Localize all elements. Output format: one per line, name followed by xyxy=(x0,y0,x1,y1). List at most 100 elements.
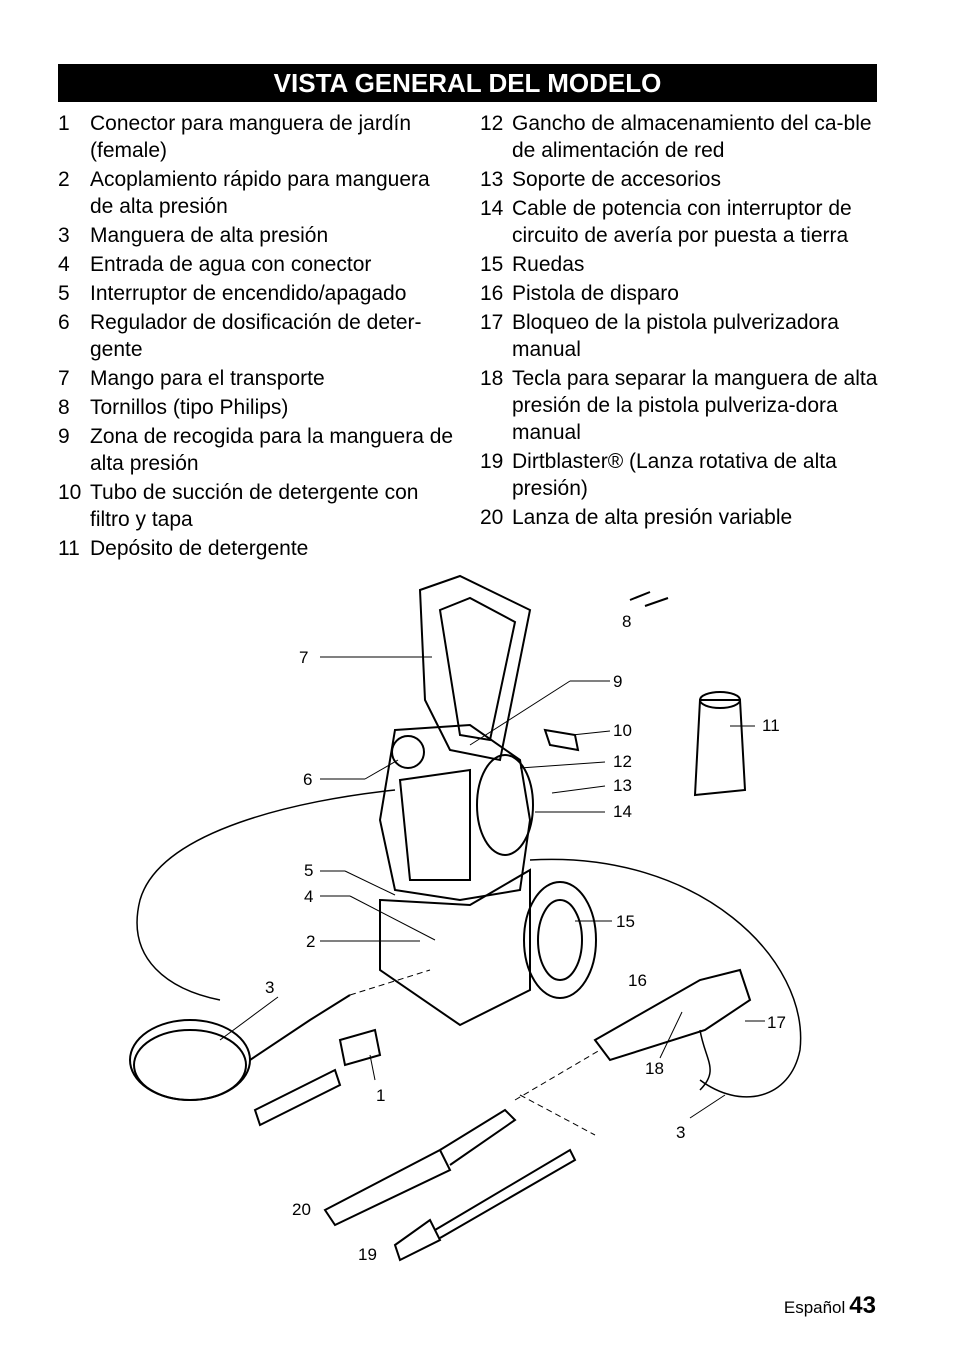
machine-body xyxy=(378,723,532,902)
detergent-tank xyxy=(693,699,747,797)
list-item: 16 Pistola de disparo xyxy=(480,280,880,307)
item-number: 6 xyxy=(58,311,70,334)
item-text: Lanza de alta presión variable xyxy=(512,506,793,529)
list-item: 11 Depósito de detergente xyxy=(58,535,458,562)
list-item: 18 Tecla para separar la manguera de alta… xyxy=(480,365,880,446)
item-number: 13 xyxy=(480,168,504,191)
item-number: 17 xyxy=(480,311,504,334)
item-text: Tubo de succión de detergente con filtro… xyxy=(90,481,419,531)
item-text: Conector para manguera de jardín (female… xyxy=(90,112,412,162)
item-number: 8 xyxy=(58,396,70,419)
callout-1: 1 xyxy=(376,1086,386,1105)
garden-connector xyxy=(338,1028,382,1067)
callout-18: 18 xyxy=(645,1059,664,1078)
variable-lance xyxy=(323,1148,452,1227)
pressure-washer-diagram xyxy=(129,574,802,1262)
item-number: 7 xyxy=(58,367,70,390)
suction-tube xyxy=(543,728,580,752)
screws xyxy=(629,591,669,607)
callout-10: 10 xyxy=(613,721,632,740)
item-text: Regulador de dosificación de deter-gente xyxy=(90,311,422,361)
item-number: 1 xyxy=(58,112,70,135)
list-item: 17 Bloqueo de la pistola pulverizadora ma… xyxy=(480,309,880,363)
list-item: 19 Dirtblaster® (Lanza rotativa de alta p… xyxy=(480,448,880,502)
item-text: Bloqueo de la pistola pulverizadora manu… xyxy=(512,311,839,361)
item-number: 12 xyxy=(480,112,504,135)
item-text: Manguera de alta presión xyxy=(90,224,329,247)
item-number: 19 xyxy=(480,450,504,473)
callout-19: 19 xyxy=(358,1245,377,1264)
callout-17: 17 xyxy=(767,1013,786,1032)
list-item: 8 Tornillos (tipo Philips) xyxy=(58,394,458,421)
list-item: 3 Manguera de alta presión xyxy=(58,222,458,249)
callout-3b: 3 xyxy=(676,1123,686,1142)
item-number: 11 xyxy=(58,537,80,560)
page-number: 43 xyxy=(849,1292,876,1319)
item-text: Zona de recogida para la manguera de alt… xyxy=(90,425,454,475)
callout-12: 12 xyxy=(613,752,632,771)
list-item: 6 Regulador de dosificación de deter-gent… xyxy=(58,309,458,363)
list-item: 20 Lanza de alta presión variable xyxy=(480,504,880,531)
item-text: Interruptor de encendido/apagado xyxy=(90,282,407,305)
item-number: 9 xyxy=(58,425,70,448)
item-number: 16 xyxy=(480,282,504,305)
list-item: 13 Soporte de accesorios xyxy=(480,166,880,193)
item-text: Tecla para separar la manguera de alta p… xyxy=(512,367,878,444)
power-cord xyxy=(136,789,396,1001)
callout-20: 20 xyxy=(292,1200,311,1219)
item-text: Ruedas xyxy=(512,253,585,276)
callout-7: 7 xyxy=(299,648,309,667)
item-number: 14 xyxy=(480,197,504,220)
item-number: 15 xyxy=(480,253,504,276)
callout-15: 15 xyxy=(616,912,635,931)
wheel xyxy=(523,881,597,999)
cord-hook xyxy=(476,754,534,856)
legend-left-column: 1 Conector para manguera de jardín (femal… xyxy=(58,110,458,564)
item-number: 5 xyxy=(58,282,70,305)
callout-6: 6 xyxy=(303,770,313,789)
spray-gun xyxy=(593,968,752,1062)
dirtblaster-lance xyxy=(393,1218,442,1262)
item-number: 10 xyxy=(58,481,82,504)
callout-13: 13 xyxy=(613,776,632,795)
callout-8: 8 xyxy=(622,612,632,631)
list-item: 10 Tubo de succión de detergente con filt… xyxy=(58,479,458,533)
item-text: Depósito de detergente xyxy=(90,537,309,560)
item-text: Soporte de accesorios xyxy=(512,168,721,191)
callout-4: 4 xyxy=(304,887,314,906)
item-text: Mango para el transporte xyxy=(90,367,325,390)
item-number: 18 xyxy=(480,367,504,390)
page-title: VISTA GENERAL DEL MODELO xyxy=(58,64,877,102)
list-item: 2 Acoplamiento rápido para manguera de al… xyxy=(58,166,458,220)
item-number: 20 xyxy=(480,506,504,529)
callout-5: 5 xyxy=(304,861,314,880)
item-number: 2 xyxy=(58,168,70,191)
list-item: 9 Zona de recogida para la manguera de al… xyxy=(58,423,458,477)
dial xyxy=(391,735,425,769)
item-text: Acoplamiento rápido para manguera de alt… xyxy=(90,168,430,218)
list-item: 15 Ruedas xyxy=(480,251,880,278)
handle-frame xyxy=(418,574,532,762)
list-item: 7 Mango para el transporte xyxy=(58,365,458,392)
callout-14: 14 xyxy=(613,802,632,821)
item-number: 3 xyxy=(58,224,70,247)
callout-9: 9 xyxy=(613,672,623,691)
callout-16: 16 xyxy=(628,971,647,990)
machine-base xyxy=(379,868,531,1027)
callout-3: 3 xyxy=(265,978,275,997)
footer-language: Español xyxy=(783,1298,846,1317)
list-item: 1 Conector para manguera de jardín (femal… xyxy=(58,110,458,164)
item-text: Dirtblaster® (Lanza rotativa de alta pre… xyxy=(512,450,837,500)
callout-11: 11 xyxy=(762,716,780,735)
list-item: 14 Cable de potencia con interruptor de c… xyxy=(480,195,880,249)
list-item: 5 Interruptor de encendido/apagado xyxy=(58,280,458,307)
item-text: Cable de potencia con interruptor de cir… xyxy=(512,197,852,247)
item-text: Tornillos (tipo Philips) xyxy=(90,396,289,419)
callout-2: 2 xyxy=(306,932,316,951)
item-text: Entrada de agua con conector xyxy=(90,253,372,276)
item-text: Pistola de disparo xyxy=(512,282,679,305)
